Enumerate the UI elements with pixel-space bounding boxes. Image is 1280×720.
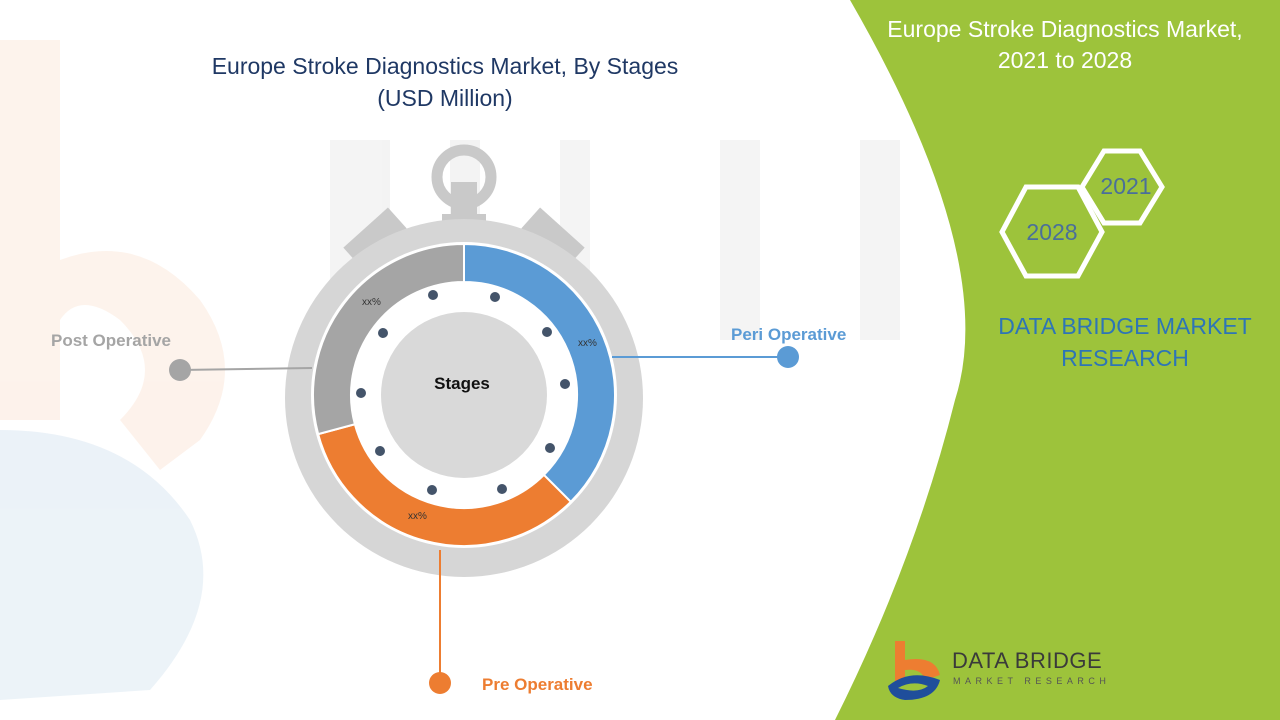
chart-title-line2: (USD Million) — [377, 85, 513, 111]
chart-title-line1: Europe Stroke Diagnostics Market, By Sta… — [211, 53, 679, 79]
hexagon-2021 — [1079, 148, 1165, 226]
chart-title: Europe Stroke Diagnostics Market, By Sta… — [150, 50, 740, 114]
brand-name-line1: DATA BRIDGE MARKET — [998, 313, 1252, 339]
logo-tagline: MARKET RESEARCH — [953, 676, 1111, 686]
data-bridge-logo-icon — [888, 641, 940, 700]
dial-center — [381, 312, 547, 478]
callout-peri-operative — [612, 346, 799, 368]
slice-value-label-pre-operative: xx% — [408, 511, 427, 522]
logo-name: DATA BRIDGE — [952, 648, 1103, 673]
panel-title-line2: 2021 to 2028 — [997, 47, 1133, 73]
side-panel — [835, 0, 1280, 720]
slice-value-label-peri-operative: xx% — [578, 338, 597, 349]
category-label-post-operative: Post Operative — [51, 331, 171, 350]
category-label-pre-operative: Pre Operative — [482, 675, 593, 694]
donut-slice-post-operative — [312, 242, 465, 436]
panel-title: Europe Stroke Diagnostics Market, 2021 t… — [860, 14, 1270, 76]
background-watermark — [0, 40, 1020, 700]
callout-pre-operative — [429, 550, 451, 694]
brand-name-line2: RESEARCH — [1061, 345, 1189, 371]
category-label-peri-operative: Peri Operative — [731, 325, 847, 344]
dial-center-label: Stages — [434, 374, 490, 393]
callout-post-operative — [169, 359, 313, 381]
year-end-label: 2028 — [1026, 219, 1078, 245]
dial-dots — [356, 290, 570, 495]
brand-name: DATA BRIDGE MARKET RESEARCH — [960, 310, 1280, 374]
year-start-label: 2021 — [1100, 173, 1152, 199]
panel-title-line1: Europe Stroke Diagnostics Market, — [887, 16, 1243, 42]
slice-value-label-post-operative: xx% — [362, 297, 381, 308]
donut-ring — [312, 242, 616, 547]
hexagon-2028 — [999, 184, 1105, 279]
